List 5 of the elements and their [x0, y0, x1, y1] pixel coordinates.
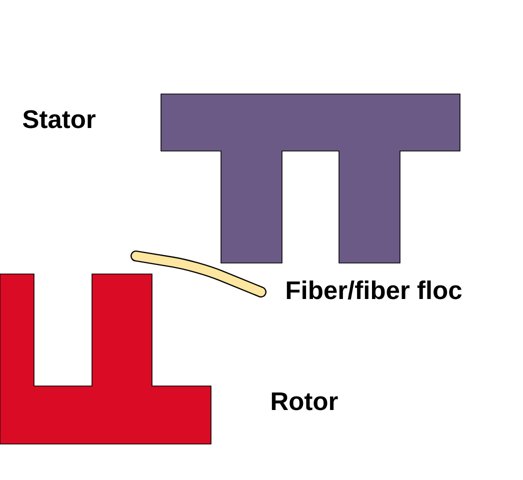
- part-label: Fiber/fiber floc: [286, 280, 462, 300]
- part-label: Stator: [22, 110, 96, 128]
- part-label: Rotor: [272, 392, 338, 410]
- rotor-shape: [0, 274, 212, 444]
- stator-shape: [160, 94, 460, 264]
